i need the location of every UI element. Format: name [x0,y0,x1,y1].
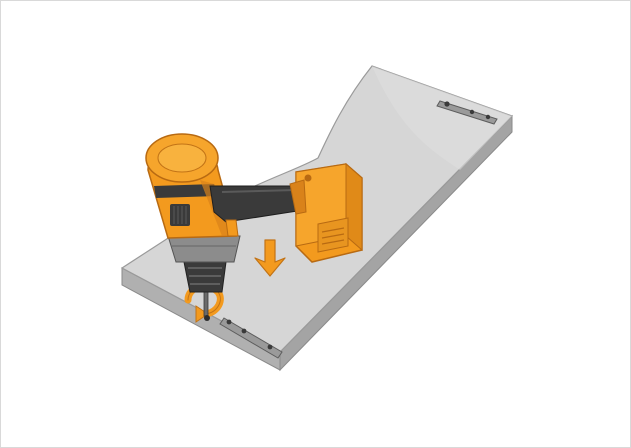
assembly-illustration [0,0,631,448]
